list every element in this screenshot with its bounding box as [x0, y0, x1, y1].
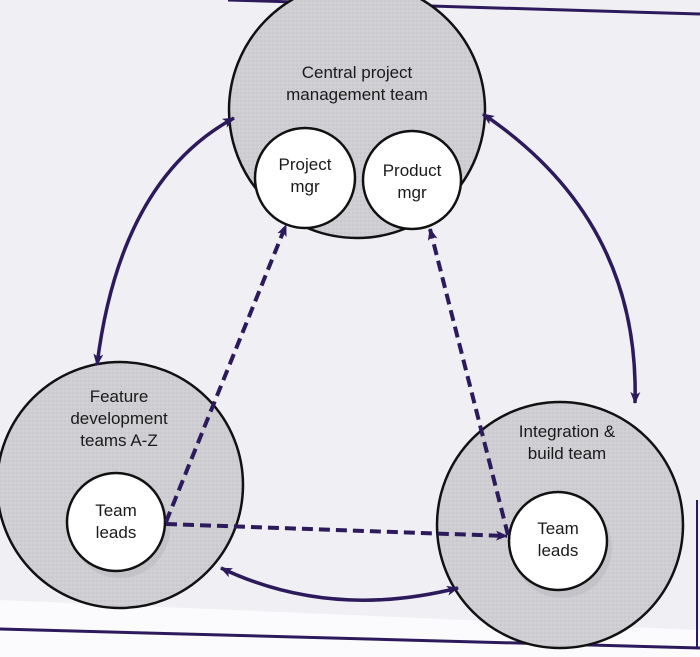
node-feature-team-leads: Team leads: [65, 471, 170, 578]
node-project-mgr: Project mgr: [253, 126, 357, 230]
node-feature-development-teams: Feature development teams A-Z Team leads: [0, 360, 245, 610]
dashed-arrow-feature-leads-to-integration-leads: [165, 522, 508, 541]
integration-title-line1: Integration &: [519, 422, 616, 441]
node-integration-build-team: Integration & build team Team leads: [435, 400, 685, 650]
central-title-line1: Central project: [302, 63, 413, 82]
arrow-feature-integration: [220, 566, 459, 602]
node-product-mgr: Product mgr: [361, 129, 463, 231]
feature-team-leads-circle: [65, 471, 167, 573]
project-mgr-line2: mgr: [290, 177, 320, 196]
dashed-arrow-integration-leads-to-product-mgr: [427, 228, 510, 536]
feature-title-line1: Feature: [90, 387, 149, 406]
integration-team-leads-line1: Team: [537, 519, 579, 538]
product-mgr-circle: [361, 129, 463, 231]
feature-team-leads-line2: leads: [96, 523, 137, 542]
node-integration-team-leads: Team leads: [507, 490, 612, 598]
integration-team-leads-line2: leads: [538, 541, 579, 560]
feature-title-line3: teams A-Z: [80, 431, 157, 450]
feature-team-leads-line1: Team: [95, 501, 137, 520]
project-mgr-circle: [253, 126, 357, 230]
product-mgr-line2: mgr: [397, 183, 427, 202]
project-mgr-line1: Project: [279, 155, 332, 174]
feature-title-line2: development: [70, 409, 168, 428]
central-title-line2: management team: [286, 85, 428, 104]
dashed-arrow-feature-leads-to-project-mgr: [164, 224, 288, 523]
arrow-central-feature: [93, 116, 235, 366]
node-central-project-management: Central project management team Project …: [227, 0, 487, 240]
integration-team-leads-circle: [507, 490, 609, 592]
product-mgr-line1: Product: [383, 161, 442, 180]
arrow-central-integration: [482, 112, 641, 404]
integration-title-line2: build team: [528, 444, 606, 463]
